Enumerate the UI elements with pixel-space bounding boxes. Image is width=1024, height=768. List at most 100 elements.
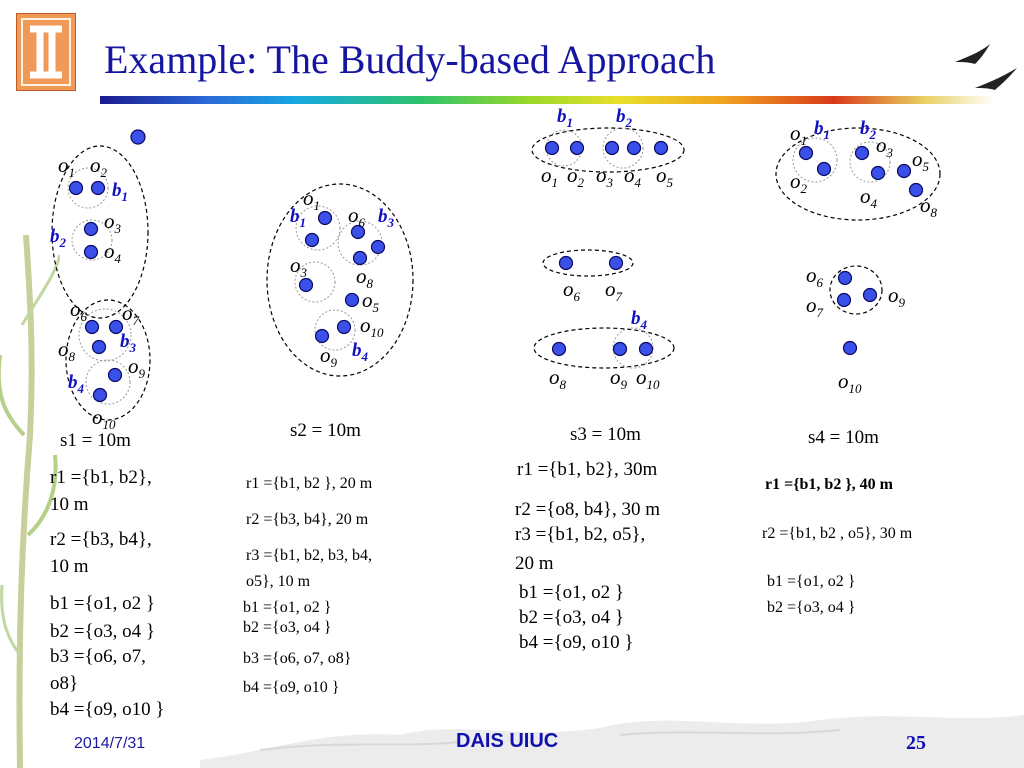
svg-text:o6: o6 <box>806 263 824 290</box>
step-label-s4: s4 = 10m <box>808 427 879 448</box>
col2-b4: b4 ={o9, o10 } <box>243 679 340 696</box>
col2-b2: b2 ={o3, o4 } <box>243 619 332 636</box>
svg-text:o5: o5 <box>362 288 380 315</box>
slide-title: Example: The Buddy-based Approach <box>104 37 716 82</box>
col1-r1-line1: r1 ={b1, b2}, <box>50 467 152 488</box>
svg-text:b4: b4 <box>631 308 648 332</box>
svg-text:b4: b4 <box>352 340 369 364</box>
svg-text:b2: b2 <box>50 226 67 250</box>
col2-b1: b1 ={o1, o2 } <box>243 599 332 616</box>
svg-text:b4: b4 <box>68 372 85 396</box>
svg-text:o7: o7 <box>806 293 824 320</box>
panel-s4: o1 b1 b2 o3 o5 o2 o4 o8 o6 o7 o9 o10 <box>775 118 941 396</box>
region-ellipse <box>266 183 414 377</box>
landscape-sketch <box>200 715 1024 768</box>
svg-text:o4: o4 <box>104 239 122 266</box>
col2-b3: b3 ={o6, o7, o8} <box>243 650 352 667</box>
svg-text:o3: o3 <box>290 253 308 280</box>
region-ellipse <box>542 249 634 277</box>
svg-text:o8: o8 <box>58 337 76 364</box>
svg-text:b1: b1 <box>814 118 830 142</box>
footer-organization: DAIS UIUC <box>456 730 559 752</box>
col2-r3-line1: r3 ={b1, b2, b3, b4, <box>246 547 373 564</box>
col2-r3-line2: o5}, 10 m <box>246 573 311 590</box>
svg-text:b2: b2 <box>860 118 877 142</box>
svg-text:o3: o3 <box>104 209 122 236</box>
svg-text:o10: o10 <box>92 405 116 432</box>
page-number: 25 <box>906 732 926 754</box>
svg-text:o10: o10 <box>360 313 384 340</box>
col2-r1: r1 ={b1, b2 }, 20 m <box>246 475 373 492</box>
svg-text:o1: o1 <box>541 163 558 190</box>
panel-s1: o1 o2 b1 o3 b2 o4 o6 o7 o8 b3 o9 b4 o10 <box>50 129 151 432</box>
col1-b2: b2 ={o3, o4 } <box>50 621 155 642</box>
svg-text:o1: o1 <box>303 186 320 213</box>
svg-text:b3: b3 <box>120 331 137 355</box>
col1-b3-line2: o8} <box>50 673 79 694</box>
svg-text:o3: o3 <box>596 163 614 190</box>
svg-text:o4: o4 <box>860 184 878 211</box>
svg-text:o8: o8 <box>920 193 938 220</box>
region-ellipse <box>531 127 685 173</box>
col3-b2: b2 ={o3, o4 } <box>519 607 624 628</box>
col3-b1: b1 ={o1, o2 } <box>519 582 624 603</box>
step-label-s3: s3 = 10m <box>570 424 641 445</box>
svg-text:b1: b1 <box>557 106 573 130</box>
svg-text:o7: o7 <box>605 277 623 304</box>
col1-r2-line1: r2 ={b3, b4}, <box>50 529 152 550</box>
col4-b1: b1 ={o1, o2 } <box>767 573 856 590</box>
svg-text:o3: o3 <box>876 133 894 160</box>
step-label-s2: s2 = 10m <box>290 420 361 441</box>
col4-r2: r2 ={b1, b2 , o5}, 30 m <box>762 525 913 542</box>
title-divider <box>100 96 995 104</box>
step-label-s1: s1 = 10m <box>60 430 131 451</box>
svg-text:o1: o1 <box>790 121 807 148</box>
col1-r1-line2: 10 m <box>50 494 89 515</box>
col1-b3-line1: b3 ={o6, o7, <box>50 646 146 667</box>
svg-text:b1: b1 <box>112 180 128 204</box>
svg-text:o9: o9 <box>888 283 906 310</box>
object-dot <box>130 129 146 145</box>
svg-text:o2: o2 <box>90 153 108 180</box>
svg-text:o10: o10 <box>636 365 660 392</box>
col1-r2-line2: 10 m <box>50 556 89 577</box>
svg-text:o1: o1 <box>58 153 75 180</box>
svg-text:o2: o2 <box>567 163 585 190</box>
col3-b4: b4 ={o9, o10 } <box>519 632 634 653</box>
svg-text:o7: o7 <box>122 301 140 328</box>
svg-text:o9: o9 <box>128 354 146 381</box>
panel-s3: b1 b2 o1 o2 o3 o4 o5 o6 o7 b4 o8 o9 o10 <box>531 106 685 392</box>
svg-text:o9: o9 <box>610 365 628 392</box>
svg-text:b2: b2 <box>616 106 633 130</box>
svg-text:o9: o9 <box>320 343 338 370</box>
col4-b2: b2 ={o3, o4 } <box>767 599 856 616</box>
col3-r2: r2 ={o8, b4}, 30 m <box>515 499 661 520</box>
bamboo-decoration <box>0 235 60 768</box>
footer-date: 2014/7/31 <box>74 735 146 752</box>
region-ellipse <box>533 327 675 369</box>
svg-text:o6: o6 <box>348 203 366 230</box>
svg-text:o2: o2 <box>790 169 808 196</box>
col3-r3-line2: 20 m <box>515 553 554 574</box>
col2-r2: r2 ={b3, b4}, 20 m <box>246 511 369 528</box>
region-ellipse <box>829 265 883 315</box>
svg-text:o10: o10 <box>838 369 862 396</box>
col1-b4: b4 ={o9, o10 } <box>50 699 165 720</box>
birds-icon <box>955 44 1017 90</box>
col3-r1: r1 ={b1, b2}, 30m <box>517 459 658 480</box>
region-ellipse <box>51 145 149 319</box>
svg-text:o6: o6 <box>563 277 581 304</box>
svg-text:o4: o4 <box>624 163 642 190</box>
col1-b1: b1 ={o1, o2 } <box>50 593 155 614</box>
col3-r3-line1: r3 ={b1, b2, o5}, <box>515 524 646 545</box>
svg-text:b3: b3 <box>378 206 395 230</box>
svg-text:o5: o5 <box>656 163 674 190</box>
svg-text:o8: o8 <box>549 365 567 392</box>
region-ellipse <box>775 127 941 221</box>
svg-text:o5: o5 <box>912 147 930 174</box>
region-ellipse <box>65 299 151 421</box>
panel-s2: o1 b1 o6 b3 o3 o8 o5 o10 b4 o9 <box>266 183 414 377</box>
university-logo-icon <box>16 13 76 91</box>
col4-r1: r1 ={b1, b2 }, 40 m <box>765 476 893 493</box>
